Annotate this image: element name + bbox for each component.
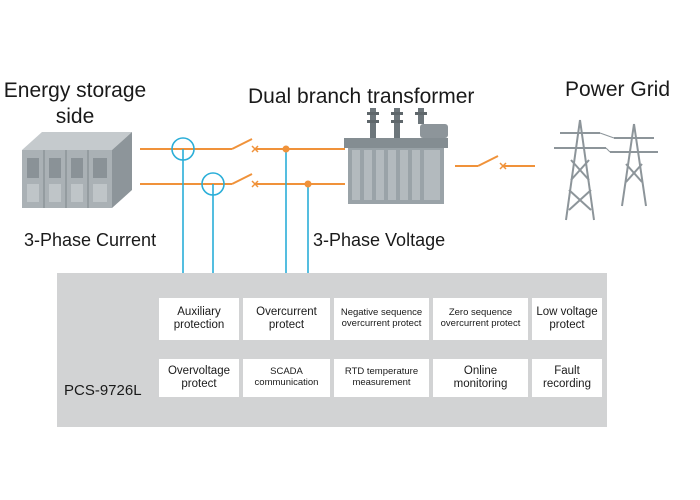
function-overcurrent-protect: Overcurrent protect (243, 298, 330, 340)
phase-voltage-label: 3-Phase Voltage (313, 230, 446, 250)
function-low-voltage-protect: Low voltage protect (532, 298, 602, 340)
phase-current-label: 3-Phase Current (24, 230, 157, 250)
function-fault-recording: Fault recording (532, 359, 602, 397)
breaker-grid-icon (499, 162, 507, 170)
power-grid-label: Power Grid (565, 78, 671, 101)
function-negative-sequence-overcurrent: Negative sequence overcurrent protect (334, 298, 429, 340)
voltage-tap-upper-icon (282, 145, 290, 153)
lower-power-line (140, 173, 345, 185)
current-transformer-upper-icon (171, 137, 195, 161)
breaker-upper-icon (251, 145, 259, 153)
protection-panel: Auxiliary protection Overcurrent protect… (57, 273, 607, 427)
current-transformer-lower-icon (201, 172, 225, 196)
function-overvoltage-protect: Overvoltage protect (159, 359, 239, 397)
transformer-icon (344, 108, 448, 204)
transformer-label: Dual branch transformer (248, 85, 475, 108)
function-zero-sequence-overcurrent: Zero sequence overcurrent protect (433, 298, 528, 340)
function-scada-communication: SCADA communication (243, 359, 330, 397)
breaker-lower-icon (251, 180, 259, 188)
energy-storage-label: Energy storage side (3, 79, 147, 128)
upper-power-line (140, 138, 345, 150)
function-online-monitoring: Online monitoring (433, 359, 528, 397)
grid-side-power-line (455, 155, 535, 167)
device-model-label: PCS-9726L (64, 382, 142, 399)
function-auxiliary-protection: Auxiliary protection (159, 298, 239, 340)
energy-storage-cabinet-icon (22, 132, 132, 208)
voltage-tap-lower-icon (304, 180, 312, 188)
power-tower-icon (554, 119, 658, 221)
signal-lines (182, 149, 309, 277)
function-rtd-temperature-measurement: RTD temperature measurement (334, 359, 429, 397)
